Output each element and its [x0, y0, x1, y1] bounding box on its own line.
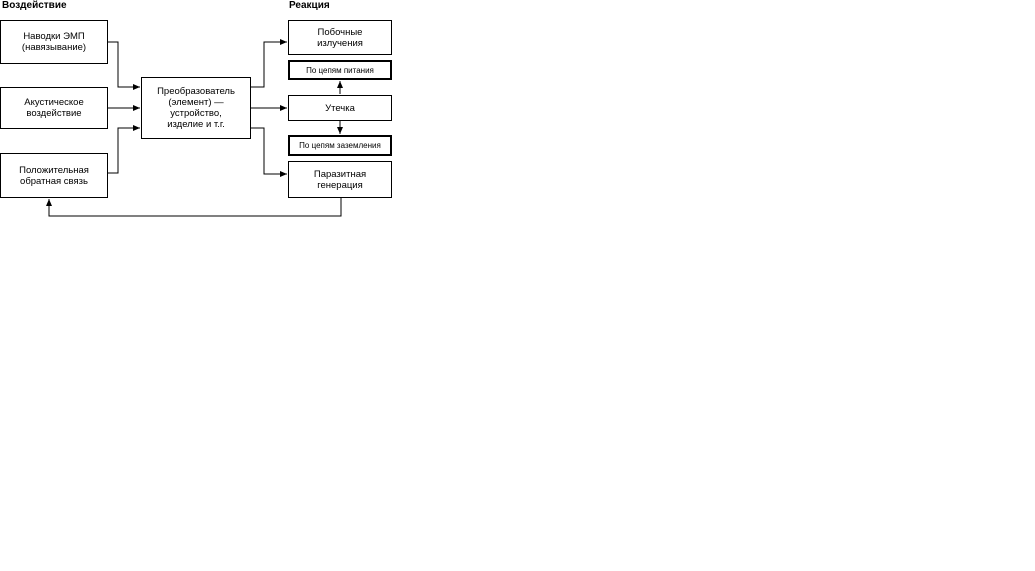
box-ground-circuits: По цепям заземления: [288, 135, 392, 156]
box-acoustic-impact: Акустическое воздействие: [0, 87, 108, 129]
arrow-converter-to-emission: [250, 39, 287, 88]
arrow-converter-to-generation: [250, 127, 287, 177]
arrow-generation-to-feedback: [46, 197, 342, 217]
arrow-emi-to-converter: [107, 41, 140, 90]
box-side-emissions: Побочные излучения: [288, 20, 392, 55]
box-positive-feedback: Положительная обратная связь: [0, 153, 108, 198]
header-reaction: Реакция: [289, 0, 330, 11]
arrow-feedback-to-converter: [107, 125, 140, 174]
box-power-circuits: По цепям питания: [288, 60, 392, 80]
box-leakage: Утечка: [288, 95, 392, 121]
header-impact: Воздействие: [2, 0, 67, 11]
box-emi-interference: Наводки ЭМП (навязывание): [0, 20, 108, 64]
box-parasitic-generation: Паразитная генерация: [288, 161, 392, 198]
box-converter: Преобразователь (элемент) — устройство, …: [141, 77, 251, 139]
